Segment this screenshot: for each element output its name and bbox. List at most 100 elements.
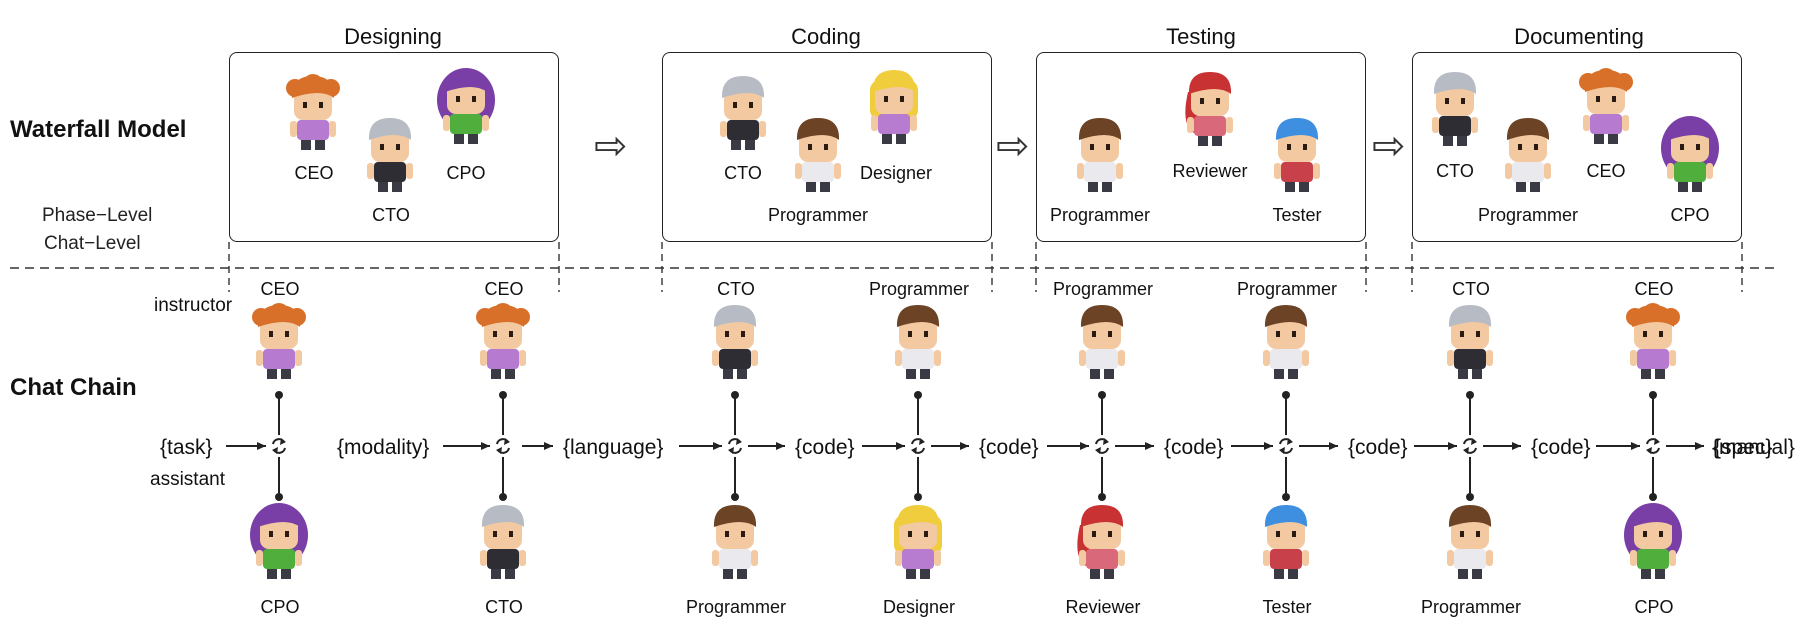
chain-artifact: {code} bbox=[979, 436, 1039, 459]
avatar-hair bbox=[368, 118, 412, 140]
avatar-leg bbox=[281, 569, 291, 579]
chat-cycle-icon bbox=[268, 435, 290, 457]
avatar-leg bbox=[920, 369, 930, 379]
chain-artifact: {code} bbox=[1348, 436, 1408, 459]
connector-dot bbox=[914, 391, 922, 399]
avatar-eye bbox=[269, 331, 273, 337]
avatar-arm bbox=[1583, 115, 1590, 131]
avatar-leg bbox=[1678, 182, 1688, 192]
avatar-arm bbox=[1302, 550, 1309, 566]
connector-dot bbox=[1098, 391, 1106, 399]
cycle-arrowhead bbox=[1103, 438, 1109, 445]
avatar-eye bbox=[1303, 144, 1307, 150]
avatar-arm bbox=[256, 550, 263, 566]
avatar-eye bbox=[1108, 531, 1112, 537]
avatar-leg bbox=[1274, 369, 1284, 379]
avatar-cto bbox=[480, 505, 526, 579]
cycle-arrowhead bbox=[911, 447, 917, 454]
chat-cycle-icon bbox=[907, 435, 929, 457]
connector-dot bbox=[1649, 391, 1657, 399]
avatar-arm bbox=[1630, 350, 1637, 366]
avatar-leg bbox=[491, 569, 501, 579]
chain-artifact: {code} bbox=[795, 436, 855, 459]
avatar-arm bbox=[1079, 350, 1086, 366]
avatar-leg bbox=[731, 140, 741, 150]
chat-instructor-role: CEO bbox=[260, 279, 300, 299]
connector-dot bbox=[1282, 391, 1290, 399]
avatar-shirt bbox=[727, 120, 759, 140]
connector-dot bbox=[731, 493, 739, 501]
avatar-programmer bbox=[795, 118, 841, 192]
avatar-hair bbox=[1078, 118, 1122, 140]
avatar-eye bbox=[1612, 96, 1616, 102]
avatar-shirt bbox=[1439, 116, 1471, 136]
avatar-eye bbox=[285, 531, 289, 537]
avatar-arm bbox=[1226, 117, 1233, 133]
avatar-eye bbox=[303, 102, 307, 108]
avatar-hair bbox=[1668, 118, 1712, 140]
avatar-shirt bbox=[297, 120, 329, 140]
chat-chain-label: Chat Chain bbox=[10, 374, 137, 401]
avatar-arm bbox=[751, 550, 758, 566]
avatar-arm bbox=[895, 350, 902, 366]
avatar-leg bbox=[1102, 182, 1112, 192]
phase-role: Programmer bbox=[1477, 205, 1579, 225]
avatar-eye bbox=[741, 331, 745, 337]
avatar-shirt bbox=[1086, 349, 1118, 369]
avatar-arm bbox=[1447, 550, 1454, 566]
avatar-arm bbox=[712, 350, 719, 366]
avatar-leg bbox=[1655, 369, 1665, 379]
avatar-arm bbox=[834, 163, 841, 179]
avatar-cpo bbox=[437, 68, 495, 144]
avatar-eye bbox=[725, 531, 729, 537]
avatar-shirt bbox=[1454, 549, 1486, 569]
avatar-shirt bbox=[902, 349, 934, 369]
avatar-cpo bbox=[1661, 116, 1719, 192]
avatar-arm bbox=[795, 163, 802, 179]
avatar-eye bbox=[285, 331, 289, 337]
avatar-arm bbox=[295, 350, 302, 366]
avatar-reviewer bbox=[1077, 505, 1125, 579]
avatar-hair bbox=[872, 70, 916, 92]
avatar-arm bbox=[871, 115, 878, 131]
phase-role: CTO bbox=[1436, 161, 1474, 181]
avatar-shirt bbox=[719, 549, 751, 569]
avatar-eye bbox=[1460, 531, 1464, 537]
avatar-leg bbox=[906, 569, 916, 579]
avatar-programmer bbox=[1505, 118, 1551, 192]
avatar-hair bbox=[1506, 118, 1550, 140]
avatar-arm bbox=[934, 550, 941, 566]
avatar-hair bbox=[257, 505, 301, 527]
avatar-arm bbox=[367, 163, 374, 179]
avatar-shirt bbox=[450, 114, 482, 134]
phase-box-coding bbox=[662, 52, 992, 242]
chain-artifact: {spec} bbox=[1714, 436, 1773, 459]
avatar-leg bbox=[1274, 569, 1284, 579]
avatar-eye bbox=[725, 331, 729, 337]
avatar-shirt bbox=[487, 349, 519, 369]
avatar-arm bbox=[1079, 550, 1086, 566]
avatar-shirt bbox=[1270, 549, 1302, 569]
phase-title-documenting: Documenting bbox=[1514, 24, 1644, 49]
cycle-arrowhead bbox=[1646, 447, 1652, 454]
phase-role: CPO bbox=[446, 163, 486, 183]
connector-dot bbox=[275, 493, 283, 501]
avatar-leg bbox=[378, 182, 388, 192]
avatar-eye bbox=[1292, 331, 1296, 337]
avatar-arm bbox=[1630, 550, 1637, 566]
avatar-leg bbox=[1655, 569, 1665, 579]
avatar-leg bbox=[267, 369, 277, 379]
connector-dot bbox=[1098, 493, 1106, 501]
avatar-cto bbox=[712, 305, 758, 379]
avatar-eye bbox=[924, 531, 928, 537]
cycle-arrowhead bbox=[1471, 438, 1477, 445]
cycle-arrowhead bbox=[1654, 438, 1660, 445]
avatar-hair bbox=[896, 305, 940, 327]
phase-role: CEO bbox=[294, 163, 334, 183]
avatar-eye bbox=[1090, 144, 1094, 150]
chat-assistant-role: CPO bbox=[1634, 597, 1674, 617]
avatar-leg bbox=[745, 140, 755, 150]
cycle-arrowhead bbox=[272, 447, 278, 454]
avatar-shirt bbox=[1194, 116, 1226, 136]
